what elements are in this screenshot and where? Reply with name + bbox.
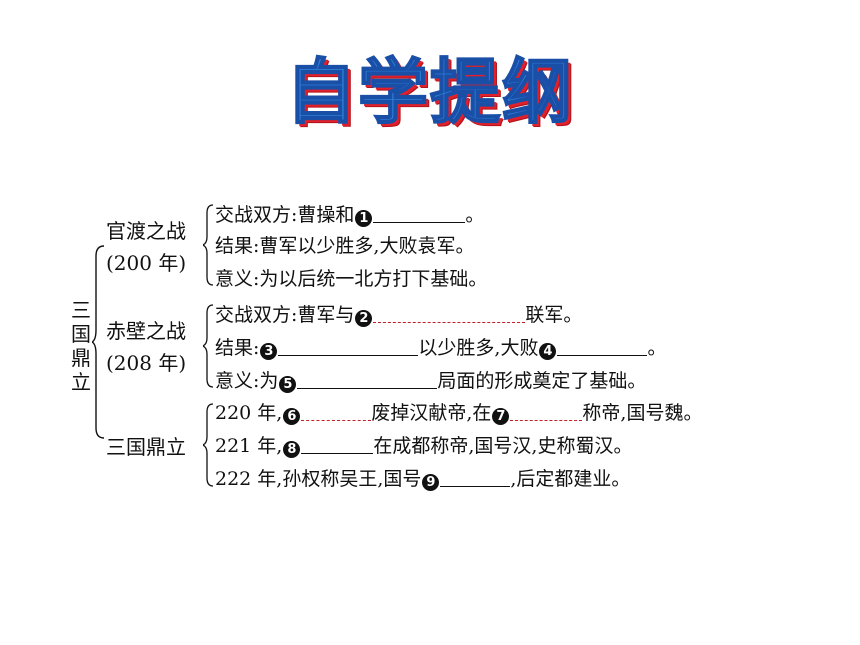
blank-number-badge: 2 bbox=[355, 310, 373, 327]
blank-number-badge: 1 bbox=[355, 210, 373, 227]
blank-number-badge: 3 bbox=[260, 343, 278, 360]
guandu-line-2: 结果:曹军以少胜多,大败袁军。 bbox=[215, 235, 475, 257]
guandu-line-3: 意义:为以后统一北方打下基础。 bbox=[215, 268, 488, 290]
blank-number-badge: 4 bbox=[539, 343, 557, 360]
answer-blank[interactable] bbox=[301, 435, 374, 454]
section-year-chibi: (208 年) bbox=[106, 351, 187, 375]
blank-number-badge: 9 bbox=[422, 474, 440, 491]
blank-number-badge: 6 bbox=[283, 408, 301, 425]
section-name-guandu: 官渡之战 bbox=[106, 219, 186, 243]
brace-sanguo bbox=[203, 403, 214, 487]
answer-blank[interactable] bbox=[301, 402, 372, 421]
brace-guandu bbox=[203, 204, 214, 286]
answer-blank[interactable] bbox=[278, 337, 419, 356]
answer-blank[interactable] bbox=[297, 370, 438, 389]
brace-chibi bbox=[203, 304, 214, 388]
answer-blank[interactable] bbox=[557, 337, 648, 356]
blank-number-badge: 7 bbox=[492, 408, 510, 425]
answer-blank[interactable] bbox=[510, 402, 583, 421]
outer-brace bbox=[92, 245, 105, 439]
page-title: 自学提纲 bbox=[285, 50, 574, 134]
answer-blank[interactable] bbox=[373, 204, 466, 223]
root-label: 三国鼎立 bbox=[71, 298, 91, 394]
section-year-guandu: (200 年) bbox=[106, 251, 187, 275]
section-name-sanguo: 三国鼎立 bbox=[106, 435, 186, 459]
blank-number-badge: 8 bbox=[283, 441, 301, 458]
answer-blank[interactable] bbox=[440, 468, 511, 487]
section-name-chibi: 赤壁之战 bbox=[106, 319, 186, 343]
answer-blank[interactable] bbox=[373, 304, 526, 323]
blank-number-badge: 5 bbox=[279, 376, 297, 393]
